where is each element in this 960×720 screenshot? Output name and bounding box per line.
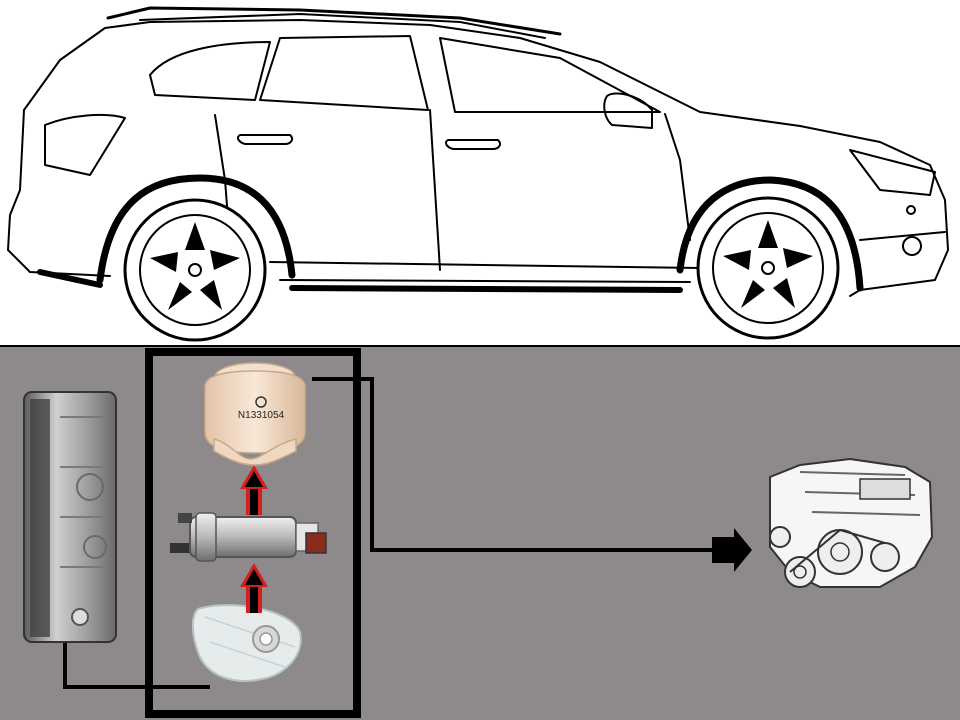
fuel-filter-icon: N1331054 (204, 362, 306, 466)
pump-module-frame (145, 348, 361, 718)
fuel-tank-icon (23, 391, 117, 643)
filter-to-engine-line (312, 377, 712, 552)
engine-icon (769, 457, 934, 588)
filter-brand-logo (255, 396, 267, 408)
pump-to-filter-arrow (240, 465, 268, 515)
tank-to-strainer-line (63, 642, 210, 689)
strainer-to-pump-arrow (240, 563, 268, 613)
fuel-flow-diagram: N1331054 (0, 347, 960, 720)
vehicle-panel (0, 0, 960, 345)
fuel-system-diagram: N1331054 (0, 347, 960, 720)
car-side-icon (7, 6, 949, 342)
panel-divider (0, 345, 960, 347)
fuel-pump-icon (170, 512, 327, 562)
front-wheel-icon (696, 196, 840, 340)
fuel-strainer-icon (192, 604, 302, 682)
filter-part-number: N1331054 (238, 410, 285, 421)
rear-wheel-icon (123, 198, 267, 342)
engine-flow-arrowhead (712, 528, 752, 572)
fuel-lines (63, 377, 712, 689)
